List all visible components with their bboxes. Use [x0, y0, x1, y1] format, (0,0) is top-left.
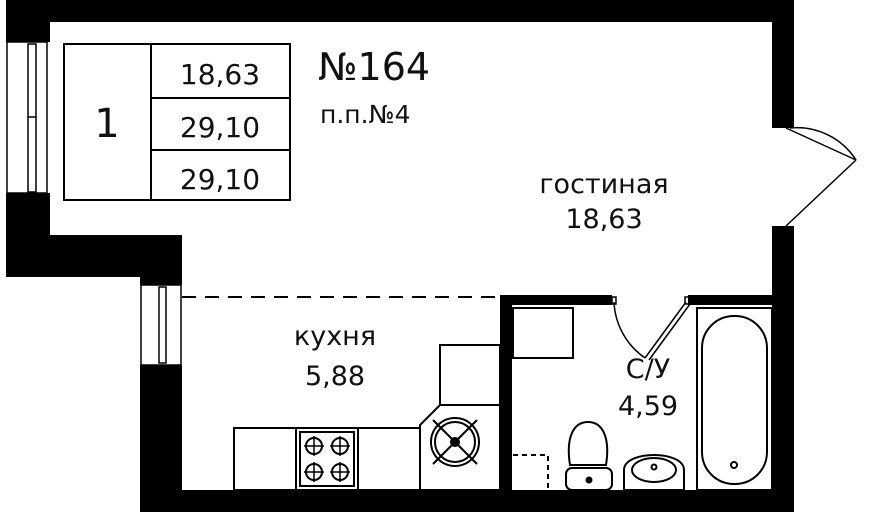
total-area: 29,10 — [180, 111, 260, 144]
room-name-living: гостиная — [539, 169, 668, 200]
window-left — [6, 41, 48, 194]
bathroom-door[interactable] — [611, 296, 691, 361]
room-area-living: 18,63 — [565, 204, 642, 235]
living-area: 18,63 — [180, 58, 260, 91]
window-kitchen — [140, 284, 182, 366]
rooms-count: 1 — [94, 101, 119, 147]
entrance-door[interactable] — [785, 126, 857, 227]
area-table — [63, 43, 291, 201]
kitchen-counter — [233, 344, 501, 491]
apartment-number: №164 — [318, 45, 430, 89]
walls — [6, 0, 794, 512]
room-name-bathroom: С/У — [626, 354, 670, 385]
room-area-kitchen: 5,88 — [305, 361, 365, 392]
room-name-kitchen: кухня — [294, 321, 376, 352]
bathroom-fixtures — [512, 307, 773, 491]
sink-icon — [623, 454, 685, 491]
boiler-icon — [430, 417, 480, 467]
floor-ref: п.п.№4 — [320, 100, 411, 129]
stove-icon — [299, 431, 355, 487]
total-area-with-balcony: 29,10 — [180, 163, 260, 196]
room-area-bathroom: 4,59 — [618, 391, 678, 422]
toilet-icon — [565, 420, 613, 491]
